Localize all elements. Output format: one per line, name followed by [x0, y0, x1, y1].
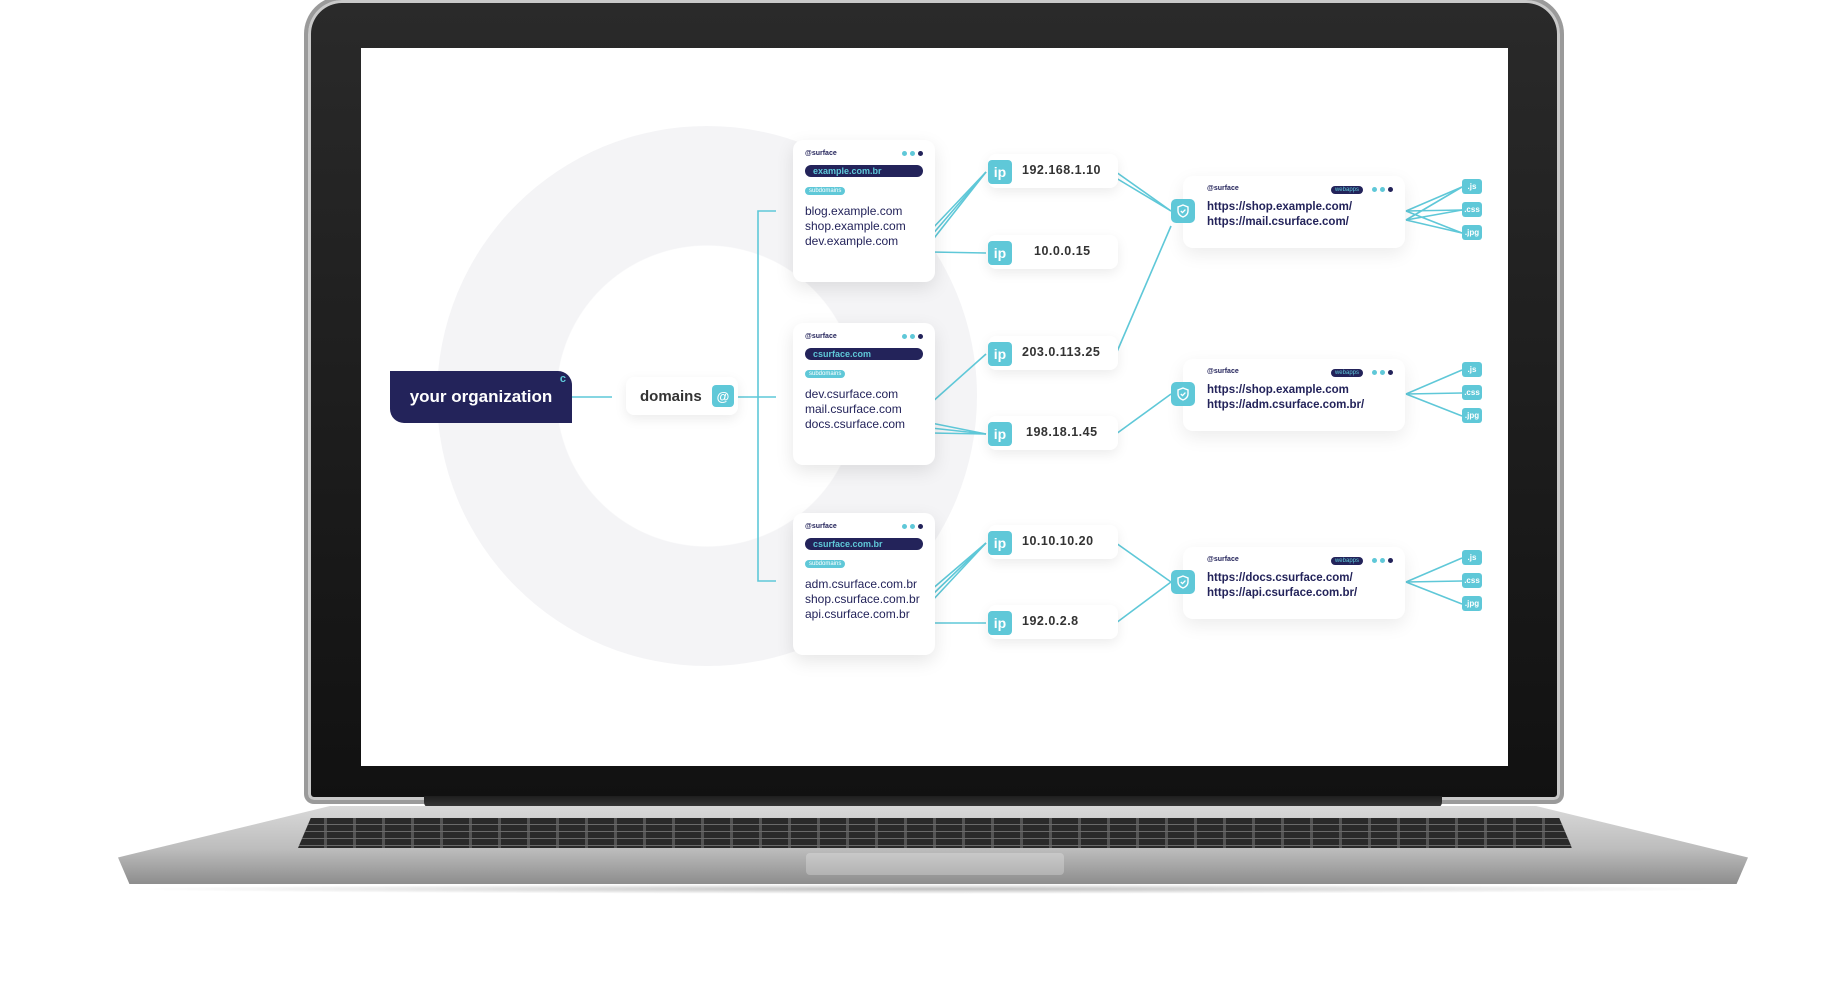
- brand-logo: @surface: [1207, 368, 1239, 375]
- laptop-trackpad: [806, 853, 1064, 875]
- domains-node[interactable]: domains @: [626, 377, 738, 415]
- subdomain-item: blog.example.com: [805, 204, 903, 218]
- ip-node[interactable]: ip 192.0.2.8: [988, 605, 1118, 639]
- ip-address: 192.0.2.8: [1022, 614, 1079, 628]
- webapp-card[interactable]: @surface webapps https://shop.example.co…: [1183, 176, 1405, 248]
- webapp-url[interactable]: https://docs.csurface.com/: [1207, 572, 1353, 584]
- ip-node[interactable]: ip 10.10.10.20: [988, 525, 1118, 559]
- ip-icon: ip: [988, 342, 1012, 366]
- domain-card[interactable]: @surface example.com.br subdomains blog.…: [793, 140, 935, 282]
- ip-icon: ip: [988, 422, 1012, 446]
- subdomains-tag: subdomains: [805, 370, 846, 378]
- ip-address: 10.10.10.20: [1022, 534, 1094, 548]
- webapps-tag: webapps: [1330, 557, 1363, 565]
- more-icon[interactable]: [1372, 187, 1393, 192]
- at-icon: @: [712, 385, 734, 407]
- domain-name: example.com.br: [805, 165, 923, 177]
- ip-icon: ip: [988, 241, 1012, 265]
- ip-node[interactable]: ip 198.18.1.45: [988, 416, 1118, 450]
- subdomains-tag: subdomains: [805, 560, 846, 568]
- js-file-icon[interactable]: .js: [1462, 362, 1482, 377]
- ip-node[interactable]: ip 203.0.113.25: [988, 336, 1118, 370]
- more-icon[interactable]: [1372, 558, 1393, 563]
- jpg-file-icon[interactable]: .jpg: [1462, 408, 1482, 423]
- domain-name: csurface.com.br: [805, 538, 923, 550]
- ip-address: 198.18.1.45: [1026, 425, 1098, 439]
- jpg-file-icon[interactable]: .jpg: [1462, 596, 1482, 611]
- ip-address: 192.168.1.10: [1022, 163, 1101, 177]
- organization-badge: c: [559, 373, 566, 385]
- subdomain-item: shop.csurface.com.br: [805, 592, 920, 606]
- brand-logo: @surface: [805, 150, 837, 157]
- domain-name: csurface.com: [805, 348, 923, 360]
- webapps-tag: webapps: [1330, 369, 1363, 377]
- connector-lines: [572, 171, 1463, 624]
- subdomain-item: dev.example.com: [805, 234, 899, 248]
- laptop-hinge: [424, 796, 1442, 808]
- brand-logo: @surface: [1207, 556, 1239, 563]
- laptop-shadow: [118, 884, 1748, 894]
- more-icon[interactable]: [1372, 370, 1393, 375]
- subdomains-tag: subdomains: [805, 187, 846, 195]
- webapp-url[interactable]: https://mail.csurface.com/: [1207, 216, 1349, 228]
- ip-icon: ip: [988, 160, 1012, 184]
- brand-logo: @surface: [1207, 185, 1239, 192]
- domain-card[interactable]: @surface csurface.com.br subdomains adm.…: [793, 513, 935, 655]
- css-file-icon[interactable]: .css: [1462, 385, 1482, 400]
- laptop-keyboard: [298, 818, 1572, 848]
- more-icon[interactable]: [902, 524, 923, 529]
- more-icon[interactable]: [902, 151, 923, 156]
- ip-node[interactable]: ip 192.168.1.10: [988, 154, 1118, 188]
- webapp-card[interactable]: @surface webapps https://shop.example.co…: [1183, 359, 1405, 431]
- ip-icon: ip: [988, 611, 1012, 635]
- css-file-icon[interactable]: .css: [1462, 573, 1482, 588]
- webapps-tag: webapps: [1330, 186, 1363, 194]
- webapp-url[interactable]: https://shop.example.com/: [1207, 201, 1353, 213]
- webapp-url[interactable]: https://api.csurface.com.br/: [1207, 587, 1358, 599]
- subdomain-item: adm.csurface.com.br: [805, 577, 918, 591]
- laptop-screen: your organization c domains @ @surface e…: [361, 48, 1508, 766]
- ip-node[interactable]: ip 10.0.0.15: [988, 235, 1118, 269]
- js-file-icon[interactable]: .js: [1462, 179, 1482, 194]
- webapp-card[interactable]: @surface webapps https://docs.csurface.c…: [1183, 547, 1405, 619]
- domain-card[interactable]: @surface csurface.com subdomains dev.csu…: [793, 323, 935, 465]
- domains-label: domains: [640, 387, 702, 405]
- brand-logo: @surface: [805, 333, 837, 340]
- brand-logo: @surface: [805, 523, 837, 530]
- subdomain-item: api.csurface.com.br: [805, 607, 910, 621]
- webapp-url[interactable]: https://shop.example.com: [1207, 384, 1349, 396]
- organization-label: your organization: [409, 387, 553, 406]
- shield-icon: [1171, 570, 1195, 594]
- ip-address: 10.0.0.15: [1034, 244, 1091, 258]
- subdomain-item: mail.csurface.com: [805, 402, 902, 416]
- organization-node[interactable]: your organization c: [390, 371, 572, 423]
- subdomain-item: docs.csurface.com: [805, 417, 906, 431]
- shield-icon: [1171, 382, 1195, 406]
- css-file-icon[interactable]: .css: [1462, 202, 1482, 217]
- subdomain-item: shop.example.com: [805, 219, 906, 233]
- ip-address: 203.0.113.25: [1022, 345, 1101, 359]
- ip-icon: ip: [988, 531, 1012, 555]
- more-icon[interactable]: [902, 334, 923, 339]
- shield-icon: [1171, 199, 1195, 223]
- webapp-url[interactable]: https://adm.csurface.com.br/: [1207, 399, 1365, 411]
- jpg-file-icon[interactable]: .jpg: [1462, 225, 1482, 240]
- js-file-icon[interactable]: .js: [1462, 550, 1482, 565]
- subdomain-item: dev.csurface.com: [805, 387, 899, 401]
